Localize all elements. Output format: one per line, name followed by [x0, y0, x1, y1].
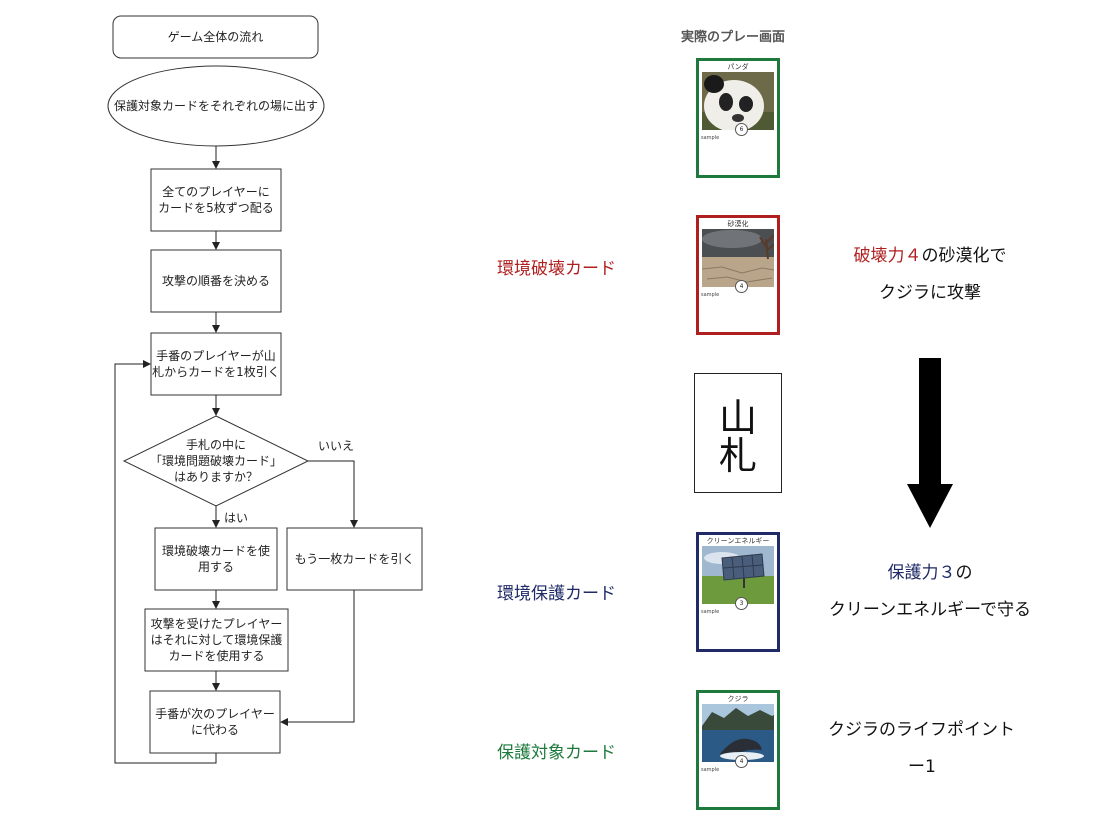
- card-whale-badge: 4: [735, 755, 748, 768]
- card-clean-energy: クリーンエネルギー 3 sample: [696, 532, 780, 652]
- attack-rest: の砂漠化で: [921, 246, 1007, 266]
- title-box: [112, 15, 319, 59]
- defend-rest: の: [955, 563, 973, 583]
- step-next-text: 手番が次のプレイヤー に代わる: [155, 707, 275, 737]
- desc-attack: 破壊力４の砂漠化で クジラに攻撃: [820, 238, 1040, 312]
- label-no: いいえ: [318, 439, 355, 453]
- arrow-another-next: [280, 590, 355, 726]
- step-deal-text: 全てのプレイヤーに カードを5枚ずつ配る: [158, 185, 274, 215]
- panda-image: [702, 72, 774, 130]
- label-yes: はい: [224, 511, 249, 525]
- protect-power: 保護力３: [887, 563, 956, 583]
- decision-text: 手札の中に 「環境問題破壊カード」 はありますか？: [149, 438, 282, 484]
- flowchart: ゲーム全体の流れ 保護対象カードをそれぞれの場に出す 全てのプレイヤーに カード…: [0, 0, 460, 814]
- deck-label-1: 山: [718, 396, 757, 440]
- card-clean-sample: sample: [701, 609, 720, 615]
- desert-image: [702, 229, 774, 287]
- box-next: [149, 690, 281, 754]
- box-protect: [144, 608, 289, 672]
- defend-line2: クリーンエネルギーで守る: [828, 600, 1032, 620]
- step-order-text: 攻撃の順番を決める: [161, 274, 270, 288]
- card-desert-sample: sample: [701, 292, 720, 298]
- solar-panel-image: [702, 546, 774, 604]
- result-line1: クジラのライフポイント: [828, 720, 1015, 740]
- box-draw: [150, 332, 282, 396]
- label-target-card: 保護対象カード: [497, 743, 616, 763]
- card-clean-badge: 3: [735, 597, 748, 610]
- flow-title: ゲーム全体の流れ: [167, 30, 264, 44]
- card-desert: 砂漠化 4 sample: [696, 215, 780, 335]
- deck-pile[interactable]: 山 札: [694, 373, 782, 493]
- label-destroy-card: 環境破壊カード: [497, 259, 616, 279]
- label-protect-card: 環境保護カード: [497, 584, 616, 604]
- card-whale-sample: sample: [701, 767, 720, 773]
- down-arrow-icon: [907, 358, 953, 528]
- card-clean-title: クリーンエネルギー: [706, 537, 770, 545]
- attack-power: 破壊力４: [853, 246, 922, 266]
- step-draw-text: 手番のプレイヤーが山 札からカードを1枚引く: [152, 349, 280, 379]
- whale-image: [702, 704, 774, 762]
- arrow-loop-back: [114, 360, 217, 764]
- step-place-text: 保護対象カードをそれぞれの場に出す: [113, 99, 318, 113]
- attack-line2: クジラに攻撃: [879, 283, 981, 303]
- card-panda-title: パンダ: [727, 63, 749, 71]
- desc-result: クジラのライフポイント ー1: [810, 712, 1050, 786]
- flowchart-shapes: [107, 15, 423, 764]
- card-panda-badge: 6: [735, 123, 748, 136]
- gameplay-heading: 実際のプレー画面: [681, 30, 786, 45]
- desc-defend: 保護力３の クリーンエネルギーで守る: [800, 555, 1060, 629]
- card-panda-sample: sample: [701, 135, 720, 141]
- step-protect-text: 攻撃を受けたプレイヤー はそれに対して環境保護 カードを使用する: [150, 617, 283, 663]
- card-desert-title: 砂漠化: [727, 220, 749, 228]
- result-line2: ー1: [908, 757, 936, 777]
- box-use-destroy: [154, 527, 278, 591]
- deck-label-2: 札: [718, 434, 757, 478]
- card-panda: パンダ 6 sample: [696, 58, 780, 178]
- card-whale: クジラ 4 sample: [696, 690, 780, 810]
- box-order: [150, 249, 282, 313]
- step-use-destroy-text: 環境破壊カードを使 用する: [161, 544, 270, 574]
- card-whale-title: クジラ: [727, 695, 749, 703]
- step-draw-another-text: もう一枚カードを引く: [294, 552, 415, 566]
- card-desert-badge: 4: [735, 280, 748, 293]
- arrow-no: [308, 460, 358, 528]
